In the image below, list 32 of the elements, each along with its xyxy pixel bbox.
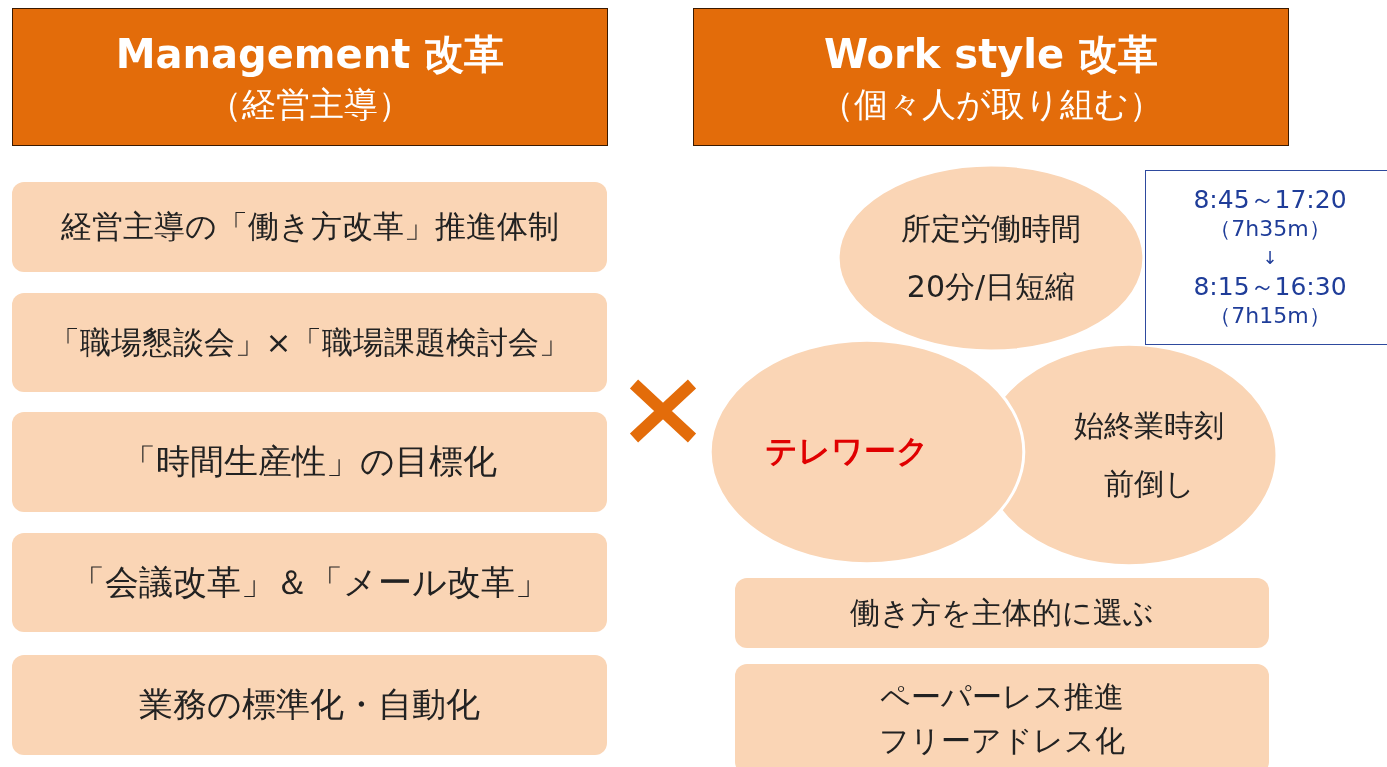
heading-text: Work style 改革 — [823, 29, 1159, 79]
subheading-text: （個々人が取り組む） — [819, 82, 1163, 126]
rounded-box — [12, 655, 607, 755]
label-text: ペーパーレス推進 — [880, 678, 1124, 716]
label-text: 「時間生産性」の目標化 — [122, 440, 497, 483]
label-text: 経営主導の「働き方改革」推進体制 — [60, 207, 559, 246]
label-text: 20分/日短縮 — [906, 268, 1076, 306]
label-text: 前倒し — [1103, 465, 1195, 503]
label-text: 8:45～17:20 — [1193, 185, 1347, 214]
note-box — [1145, 170, 1387, 345]
rounded-box — [12, 412, 607, 512]
rounded-box — [735, 578, 1269, 648]
rounded-box — [12, 182, 607, 272]
label-text: 「会議改革」＆「メール改革」 — [70, 560, 549, 604]
label-text: 始終業時刻 — [1074, 407, 1224, 445]
label-text: 8:15～16:30 — [1193, 272, 1347, 301]
label-text: （7h35m） — [1209, 215, 1331, 243]
rounded-box — [12, 293, 607, 392]
header-banner — [693, 8, 1289, 146]
subheading-text: （経営主導） — [208, 82, 412, 126]
label-text: 働き方を主体的に選ぶ — [850, 593, 1154, 632]
label-text: 業務の標準化・自動化 — [139, 683, 480, 726]
label-text: （7h15m） — [1209, 302, 1331, 330]
down-arrow-text: ↓ — [1262, 246, 1278, 270]
label-text: 「職場懇談会」×「職場課題検討会」 — [48, 322, 571, 362]
heading-text: Management 改革 — [115, 29, 505, 79]
rounded-box — [735, 664, 1269, 767]
label-text: テレワーク — [765, 431, 929, 472]
rounded-box — [12, 533, 607, 632]
label-text: フリーアドレス化 — [879, 722, 1125, 760]
header-banner — [12, 8, 608, 146]
label-text: 所定労働時間 — [901, 210, 1081, 248]
